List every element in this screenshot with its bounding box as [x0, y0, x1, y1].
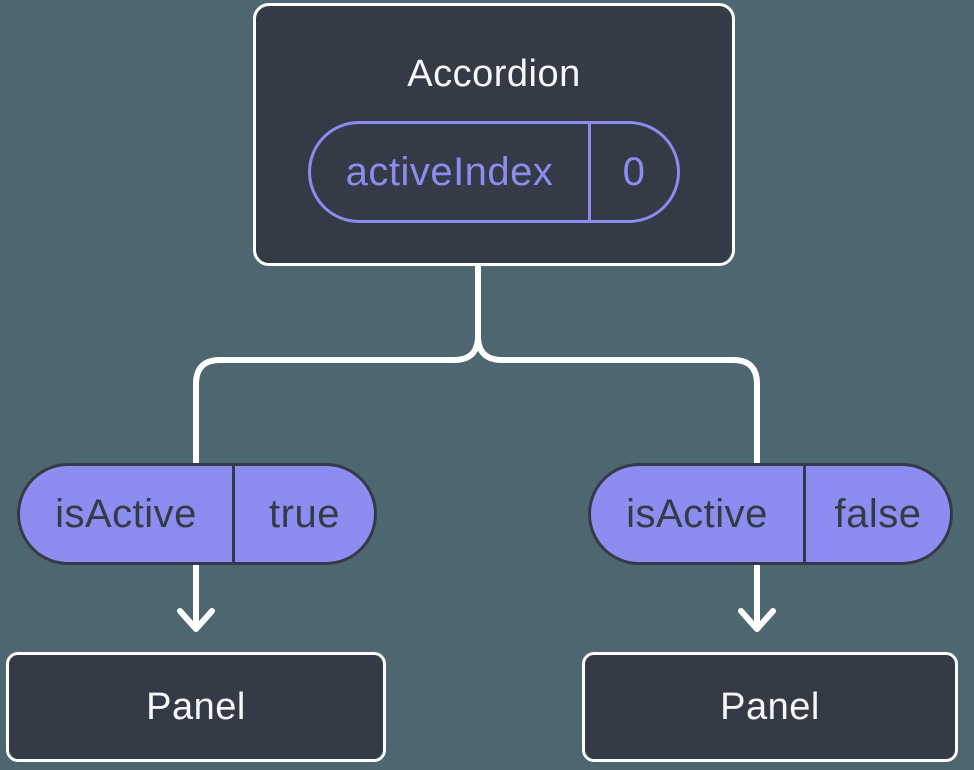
prop-pill-right-name: isActive — [626, 492, 768, 536]
prop-pill-right: isActive false — [588, 463, 953, 565]
panel-node-left-label: Panel — [146, 685, 246, 728]
prop-pill-left-value: true — [269, 492, 340, 536]
pill-divider — [588, 124, 591, 220]
prop-pill-left: isActive true — [17, 463, 377, 565]
accordion-node: Accordion activeIndex 0 — [253, 3, 735, 266]
connector-left-branch — [193, 261, 481, 629]
state-pill-value: 0 — [622, 150, 646, 194]
panel-node-right: Panel — [582, 652, 958, 762]
state-pill-name: activeIndex — [345, 150, 554, 194]
state-pill: activeIndex 0 — [308, 121, 680, 223]
prop-pill-right-value: false — [834, 492, 922, 536]
arrowhead-left-icon — [177, 608, 215, 632]
pill-divider — [803, 466, 806, 562]
node-title: Accordion — [407, 53, 581, 95]
connector-right-branch — [475, 261, 760, 629]
prop-pill-left-name: isActive — [55, 492, 197, 536]
panel-node-left: Panel — [6, 652, 386, 762]
panel-node-right-label: Panel — [720, 685, 820, 728]
arrowhead-right-icon — [738, 608, 776, 632]
